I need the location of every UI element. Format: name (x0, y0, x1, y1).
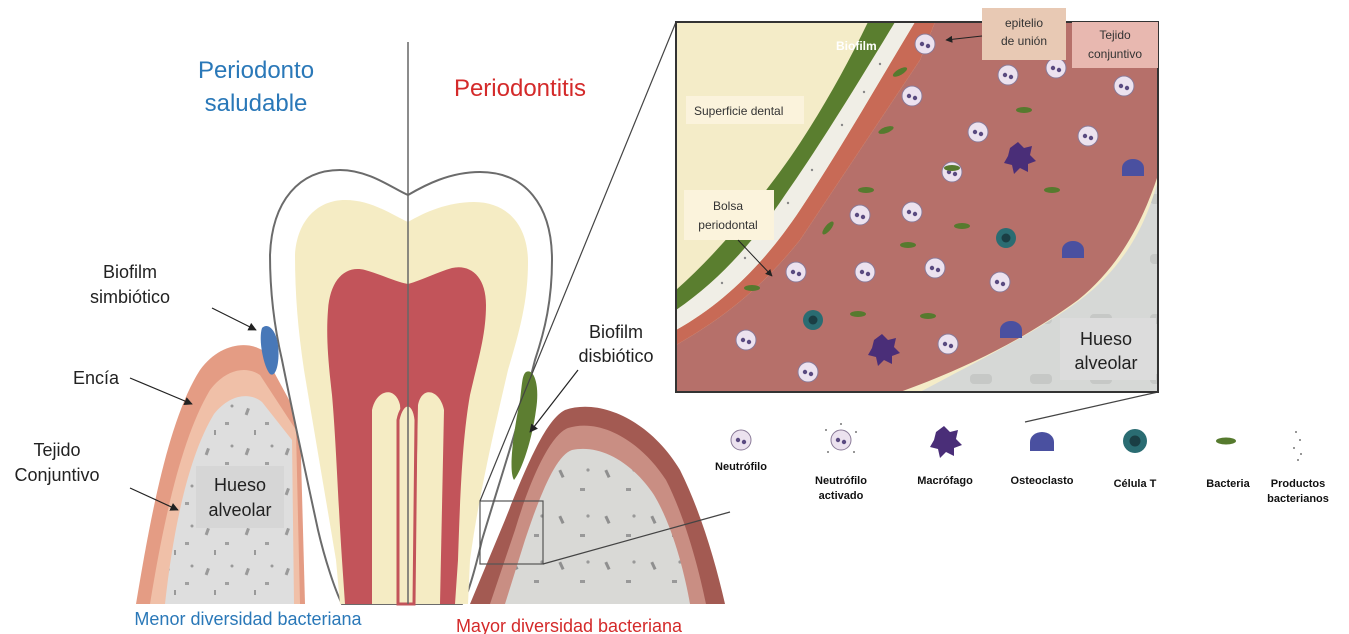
legend-label-activated-2: activado (819, 490, 864, 502)
legend-label-bacteria: Bacteria (1206, 478, 1250, 490)
legend-label-products-2: bacterianos (1267, 493, 1329, 505)
tejido-label-2: Conjuntivo (14, 465, 99, 485)
macrophage-icon (930, 426, 962, 458)
inset-hueso-1: Hueso (1080, 329, 1132, 349)
epitelio-label-2: de unión (1001, 34, 1047, 48)
activated-neutrophil-icon (825, 423, 857, 453)
symbiotic-label-2: simbiótico (90, 287, 170, 307)
osteoclast-icon (1030, 432, 1054, 451)
encia-label: Encía (73, 368, 120, 388)
symbiotic-label-1: Biofilm (103, 262, 157, 282)
higher-diversity-caption: Mayor diversidad bacteriana (456, 616, 683, 634)
legend-label-activated-1: Neutrófilo (815, 475, 867, 487)
inset-tejido-2: conjuntivo (1088, 47, 1142, 61)
inset-hueso-2: alveolar (1074, 353, 1137, 373)
bolsa-label-2: periodontal (698, 218, 757, 232)
lower-diversity-caption: Menor diversidad bacteriana (134, 609, 362, 629)
legend-label-neutrophil: Neutrófilo (715, 461, 767, 473)
hueso-label-2: alveolar (208, 500, 271, 520)
epitelio-label-1: epitelio (1005, 16, 1043, 30)
superficie-label: Superficie dental (694, 104, 783, 118)
inset-tejido-1: Tejido (1099, 28, 1131, 42)
healthy-title-1: Periodonto (198, 57, 314, 84)
legend: Neutrófilo Neutrófilo activado Macrófago… (715, 423, 1329, 505)
bacterial-products-icon (1293, 431, 1302, 461)
legend-label-macrophage: Macrófago (917, 475, 973, 487)
legend-label-osteoclast: Osteoclasto (1011, 475, 1074, 487)
legend-label-tcell: Célula T (1114, 478, 1157, 490)
neutrophil-icon (731, 430, 751, 450)
bolsa-label-1: Bolsa (713, 199, 743, 213)
periodontitis-title: Periodontitis (454, 75, 586, 102)
tejido-label-1: Tejido (33, 440, 80, 460)
dysbiotic-label-2: disbiótico (578, 346, 653, 366)
dysbiotic-label-1: Biofilm (589, 322, 643, 342)
inset-biofilm-label: Biofilm (836, 39, 877, 53)
t-cell-icon (1123, 429, 1147, 453)
bacteria-icon (1216, 438, 1236, 445)
legend-label-products-1: Productos (1271, 478, 1325, 490)
healthy-title-2: saludable (205, 90, 308, 117)
hueso-label-1: Hueso (214, 475, 266, 495)
